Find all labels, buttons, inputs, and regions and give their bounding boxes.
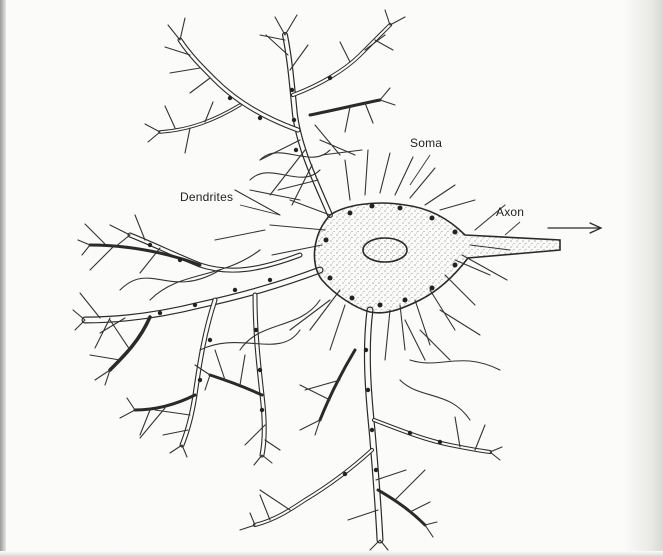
axon-arrow <box>548 223 601 233</box>
label-axon: Axon <box>496 205 524 219</box>
nucleus <box>363 238 407 262</box>
label-soma: Soma <box>410 136 442 150</box>
label-dendrites: Dendrites <box>180 190 233 204</box>
